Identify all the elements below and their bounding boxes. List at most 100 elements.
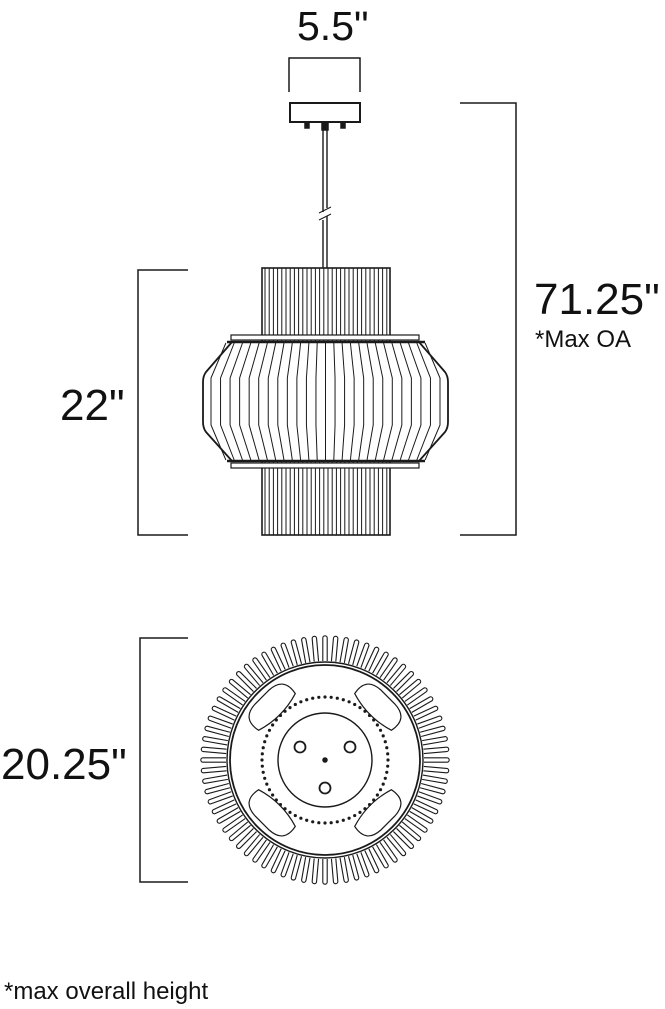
shade-slat	[239, 342, 252, 461]
led-dot	[260, 758, 264, 762]
shade-slat	[374, 342, 384, 461]
led-dot	[358, 810, 362, 814]
shade-slat	[349, 342, 355, 461]
mount-hole	[318, 781, 332, 795]
center-point	[322, 757, 328, 763]
radial-fin	[386, 834, 407, 857]
radial-fin	[211, 705, 237, 721]
shade-slat	[229, 342, 243, 461]
led-dot	[305, 818, 309, 822]
shade-slat	[248, 342, 260, 461]
radial-fin	[222, 814, 246, 833]
led-dot	[335, 820, 339, 824]
led-dot	[383, 740, 387, 744]
led-dot	[375, 723, 379, 727]
shade-slat	[424, 342, 441, 461]
radial-fin	[364, 848, 380, 874]
suspension-rod	[322, 130, 328, 268]
led-dot	[271, 723, 275, 727]
radial-fin	[356, 642, 370, 668]
radial-fin	[207, 791, 233, 805]
radial-fin	[379, 839, 398, 863]
radial-fin	[280, 852, 294, 878]
shade-slat	[210, 342, 227, 461]
led-dot	[317, 821, 321, 825]
led-dot	[386, 758, 390, 762]
radial-fin	[290, 639, 303, 666]
shade-slat	[416, 342, 431, 461]
radial-fin	[236, 828, 257, 849]
fixture-height-label: 22"	[60, 381, 125, 430]
led-dot	[263, 776, 267, 780]
led-dot	[283, 807, 287, 811]
led-dot	[372, 798, 376, 802]
shade-slat	[366, 342, 374, 461]
rod-break-mark	[318, 206, 332, 221]
center-plate	[277, 712, 373, 808]
led-dot	[288, 706, 292, 710]
radial-fin	[216, 807, 241, 824]
shade-slat	[408, 342, 422, 461]
radial-fin	[399, 821, 422, 842]
radial-fin	[347, 854, 360, 881]
led-dot	[283, 709, 287, 713]
radial-fin	[322, 859, 328, 885]
radial-fin	[347, 639, 360, 666]
radial-fin	[422, 736, 448, 746]
radial-fin	[228, 678, 251, 699]
radial-fin	[417, 791, 443, 805]
radial-fin	[216, 696, 241, 713]
shade-slat	[277, 342, 285, 461]
radial-fin	[364, 646, 380, 672]
radial-fin	[204, 782, 231, 795]
led-dot	[329, 695, 333, 699]
led-dot	[299, 816, 303, 820]
led-dot	[271, 793, 275, 797]
led-dot	[347, 816, 351, 820]
led-dot	[385, 746, 389, 750]
mount-hole	[343, 740, 357, 754]
radial-fin	[330, 858, 339, 885]
radial-fin	[200, 746, 227, 755]
led-dot	[293, 813, 297, 818]
led-dot	[372, 718, 376, 722]
led-dot	[317, 695, 321, 699]
radial-fin	[356, 852, 370, 878]
radial-fin	[409, 696, 434, 713]
led-dot	[335, 696, 339, 700]
radial-fin	[422, 774, 448, 784]
outer-ring-inner	[229, 664, 421, 856]
canopy-width-bracket	[288, 57, 361, 92]
led-dot	[323, 821, 327, 825]
radial-fin	[290, 854, 303, 881]
led-dot	[260, 752, 264, 756]
radial-fin	[207, 715, 233, 729]
radial-fin	[393, 828, 414, 849]
shade-slat	[383, 342, 393, 461]
radial-fin	[386, 663, 407, 686]
radial-fin	[243, 834, 264, 857]
led-dot	[311, 820, 315, 824]
shade-slat	[399, 342, 412, 461]
radial-fin	[204, 725, 231, 738]
led-dot	[329, 821, 333, 825]
canopy	[289, 102, 361, 123]
led-dot	[274, 798, 278, 802]
radial-fin	[424, 757, 450, 763]
radial-fin	[236, 671, 257, 692]
led-dot	[378, 788, 383, 792]
radial-fin	[379, 657, 398, 681]
led-dot	[260, 764, 264, 768]
led-dot	[347, 700, 351, 704]
led-dot	[386, 764, 390, 768]
canopy-screws	[304, 121, 346, 131]
led-dot	[341, 818, 345, 822]
shade-slat	[305, 342, 310, 461]
led-dot	[367, 802, 372, 807]
canopy-width-label: 5.5"	[297, 3, 369, 49]
shade-slat	[333, 342, 336, 461]
led-dot	[265, 782, 269, 786]
led-dot	[263, 740, 267, 744]
radial-fin	[419, 725, 446, 738]
